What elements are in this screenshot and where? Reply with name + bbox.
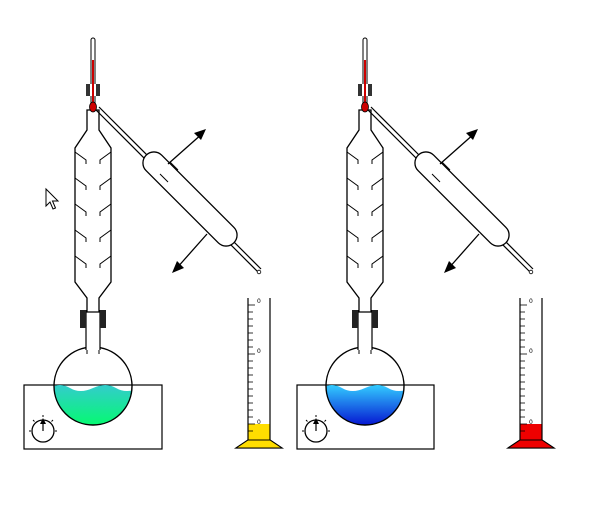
cylinder-label: 0	[529, 419, 533, 426]
dial-knob-icon[interactable]	[302, 415, 330, 443]
joint-clamp	[80, 310, 86, 328]
cylinder-label: 0	[529, 298, 533, 305]
liebig-condenser	[367, 106, 534, 275]
cylinder-label: 0	[257, 419, 261, 426]
cylinder-label: 0	[257, 298, 261, 305]
mouse-pointer-icon	[45, 187, 60, 210]
cylinder-label: 0	[529, 348, 533, 355]
distillation-setup-left: 0 0 0	[23, 37, 284, 450]
water-in-arrow	[444, 233, 480, 273]
dial-knob-icon[interactable]	[29, 415, 57, 443]
graduated-cylinder: 0 0 0	[234, 298, 284, 449]
distillation-setup-right: 0 0 0	[296, 37, 556, 450]
thermometer	[358, 37, 372, 113]
joint-clamp	[100, 310, 106, 328]
cylinder-label: 0	[257, 348, 261, 355]
fractionating-column	[74, 109, 112, 313]
water-out-arrow	[167, 129, 206, 165]
joint-clamp	[372, 310, 378, 328]
liebig-condenser	[95, 106, 262, 275]
thermometer	[86, 37, 100, 113]
graduated-cylinder: 0 0 0	[506, 298, 556, 449]
joint-clamp	[352, 310, 358, 328]
water-in-arrow	[172, 233, 208, 273]
water-out-arrow	[439, 129, 478, 165]
fractionating-column	[346, 109, 384, 313]
